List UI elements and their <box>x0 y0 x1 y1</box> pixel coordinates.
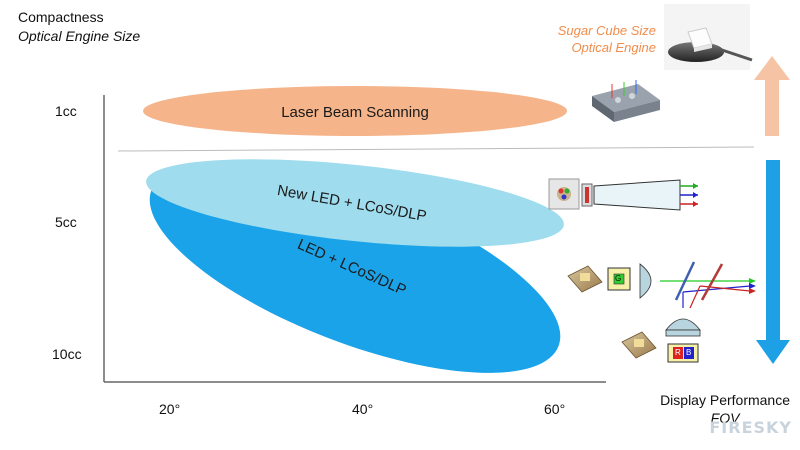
x-axis-title-line2: FOV <box>710 410 740 426</box>
sugar-cube-caption: Sugar Cube Size Optical Engine <box>558 22 656 56</box>
region-new-led-lcos-dlp <box>146 159 564 247</box>
x-tick-60: 60° <box>544 401 566 417</box>
watermark-logo: FIRESKY <box>709 418 792 437</box>
sugar-cube-caption-line1: Sugar Cube Size <box>557 23 656 38</box>
sugar-cube-spoon-icon <box>664 4 753 70</box>
y-axis-title: Compactness Optical Engine Size <box>18 8 140 46</box>
x-axis-title-line1: Display Performance <box>660 392 790 408</box>
new-led-projector-icon <box>548 178 698 211</box>
sugar-cube-caption-line2: Optical Engine <box>571 40 656 55</box>
region-laser-beam-scanning <box>143 86 567 136</box>
arrow-down-icon <box>756 160 790 364</box>
x-axis-title: Display Performance FOV <box>660 391 790 427</box>
divider-line <box>117 146 755 152</box>
laser-module-icon <box>592 80 660 122</box>
chip-label-r: R <box>675 348 681 357</box>
x-tick-40: 40° <box>352 401 374 417</box>
y-axis-title-line2: Optical Engine Size <box>18 28 141 44</box>
y-tick-1cc: 1cc <box>55 103 77 119</box>
chip-label-g: G <box>615 274 622 283</box>
chip-label-b: B <box>686 348 692 357</box>
arrow-up-icon <box>754 56 790 136</box>
led-combiner-optics-icon <box>567 261 756 363</box>
y-tick-10cc: 10cc <box>52 346 82 362</box>
y-tick-5cc: 5cc <box>55 214 77 230</box>
label-laser-beam-scanning: Laser Beam Scanning <box>281 104 429 121</box>
x-tick-20: 20° <box>159 401 181 417</box>
y-axis-title-line1: Compactness <box>18 9 104 25</box>
